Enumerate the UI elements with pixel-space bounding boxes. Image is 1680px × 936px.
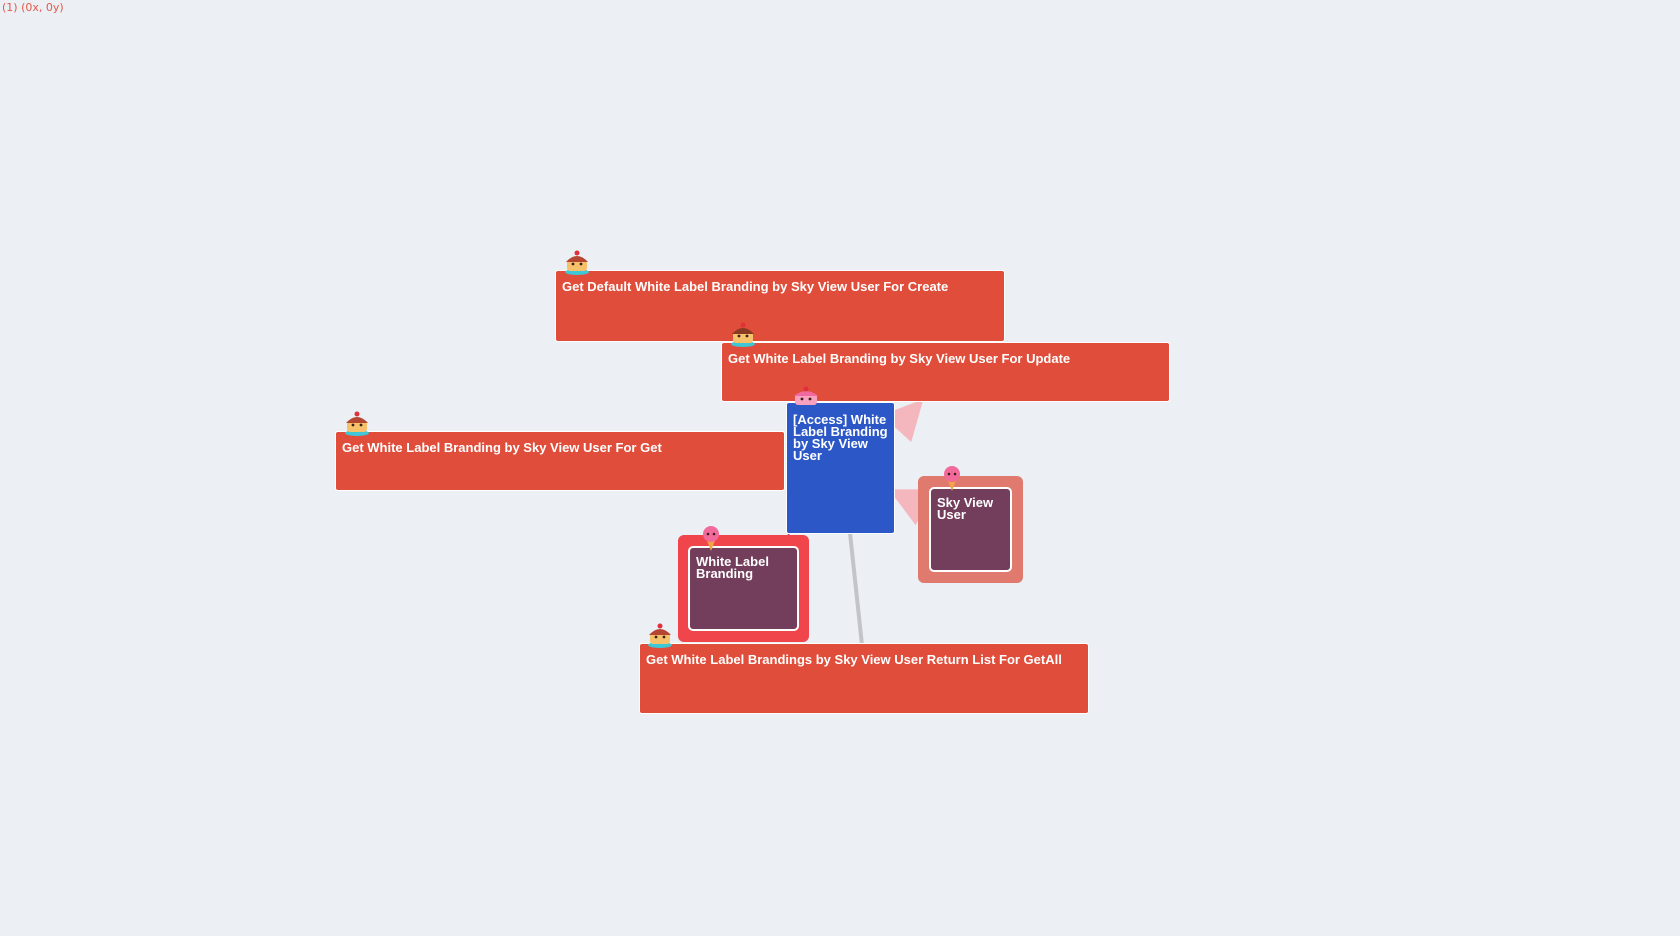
method-node-get[interactable]: Get White Label Branding by Sky View Use… bbox=[335, 431, 785, 491]
entity-inner-white-label-branding: White Label Branding bbox=[688, 546, 799, 631]
method-node-getall[interactable]: Get White Label Brandings by Sky View Us… bbox=[639, 643, 1089, 714]
access-node[interactable]: [Access] White Label Branding by Sky Vie… bbox=[786, 402, 895, 534]
access-node-label: [Access] White Label Branding by Sky Vie… bbox=[793, 412, 888, 463]
entity-label-white-label-branding: White Label Branding bbox=[696, 554, 769, 581]
method-node-update-label: Get White Label Branding by Sky View Use… bbox=[728, 351, 1071, 366]
method-node-create-label: Get Default White Label Branding by Sky … bbox=[562, 279, 949, 294]
coordinate-readout: (1) (0x, 0y) bbox=[2, 1, 64, 14]
method-node-create[interactable]: Get Default White Label Branding by Sky … bbox=[555, 270, 1005, 342]
method-node-getall-label: Get White Label Brandings by Sky View Us… bbox=[646, 652, 1062, 667]
entity-inner-sky-view-user: Sky View User bbox=[929, 487, 1012, 572]
entity-node-white-label-branding[interactable]: White Label Branding bbox=[678, 535, 809, 642]
method-node-get-label: Get White Label Branding by Sky View Use… bbox=[342, 440, 662, 455]
edge-access-update bbox=[881, 399, 924, 443]
method-node-update[interactable]: Get White Label Branding by Sky View Use… bbox=[721, 342, 1170, 402]
ice-cream-mascot-icon bbox=[703, 526, 719, 551]
cake-mascot-icon bbox=[345, 411, 369, 436]
entity-label-sky-view-user: Sky View User bbox=[937, 495, 994, 522]
pink-cake-mascot-icon bbox=[794, 386, 818, 405]
ice-cream-mascot-icon bbox=[944, 466, 960, 491]
cake-mascot-icon bbox=[565, 250, 589, 275]
cake-mascot-icon bbox=[648, 623, 672, 648]
cake-mascot-icon bbox=[731, 322, 755, 347]
edge-access-getall bbox=[848, 532, 864, 646]
entity-node-sky-view-user[interactable]: Sky View User bbox=[918, 476, 1023, 583]
